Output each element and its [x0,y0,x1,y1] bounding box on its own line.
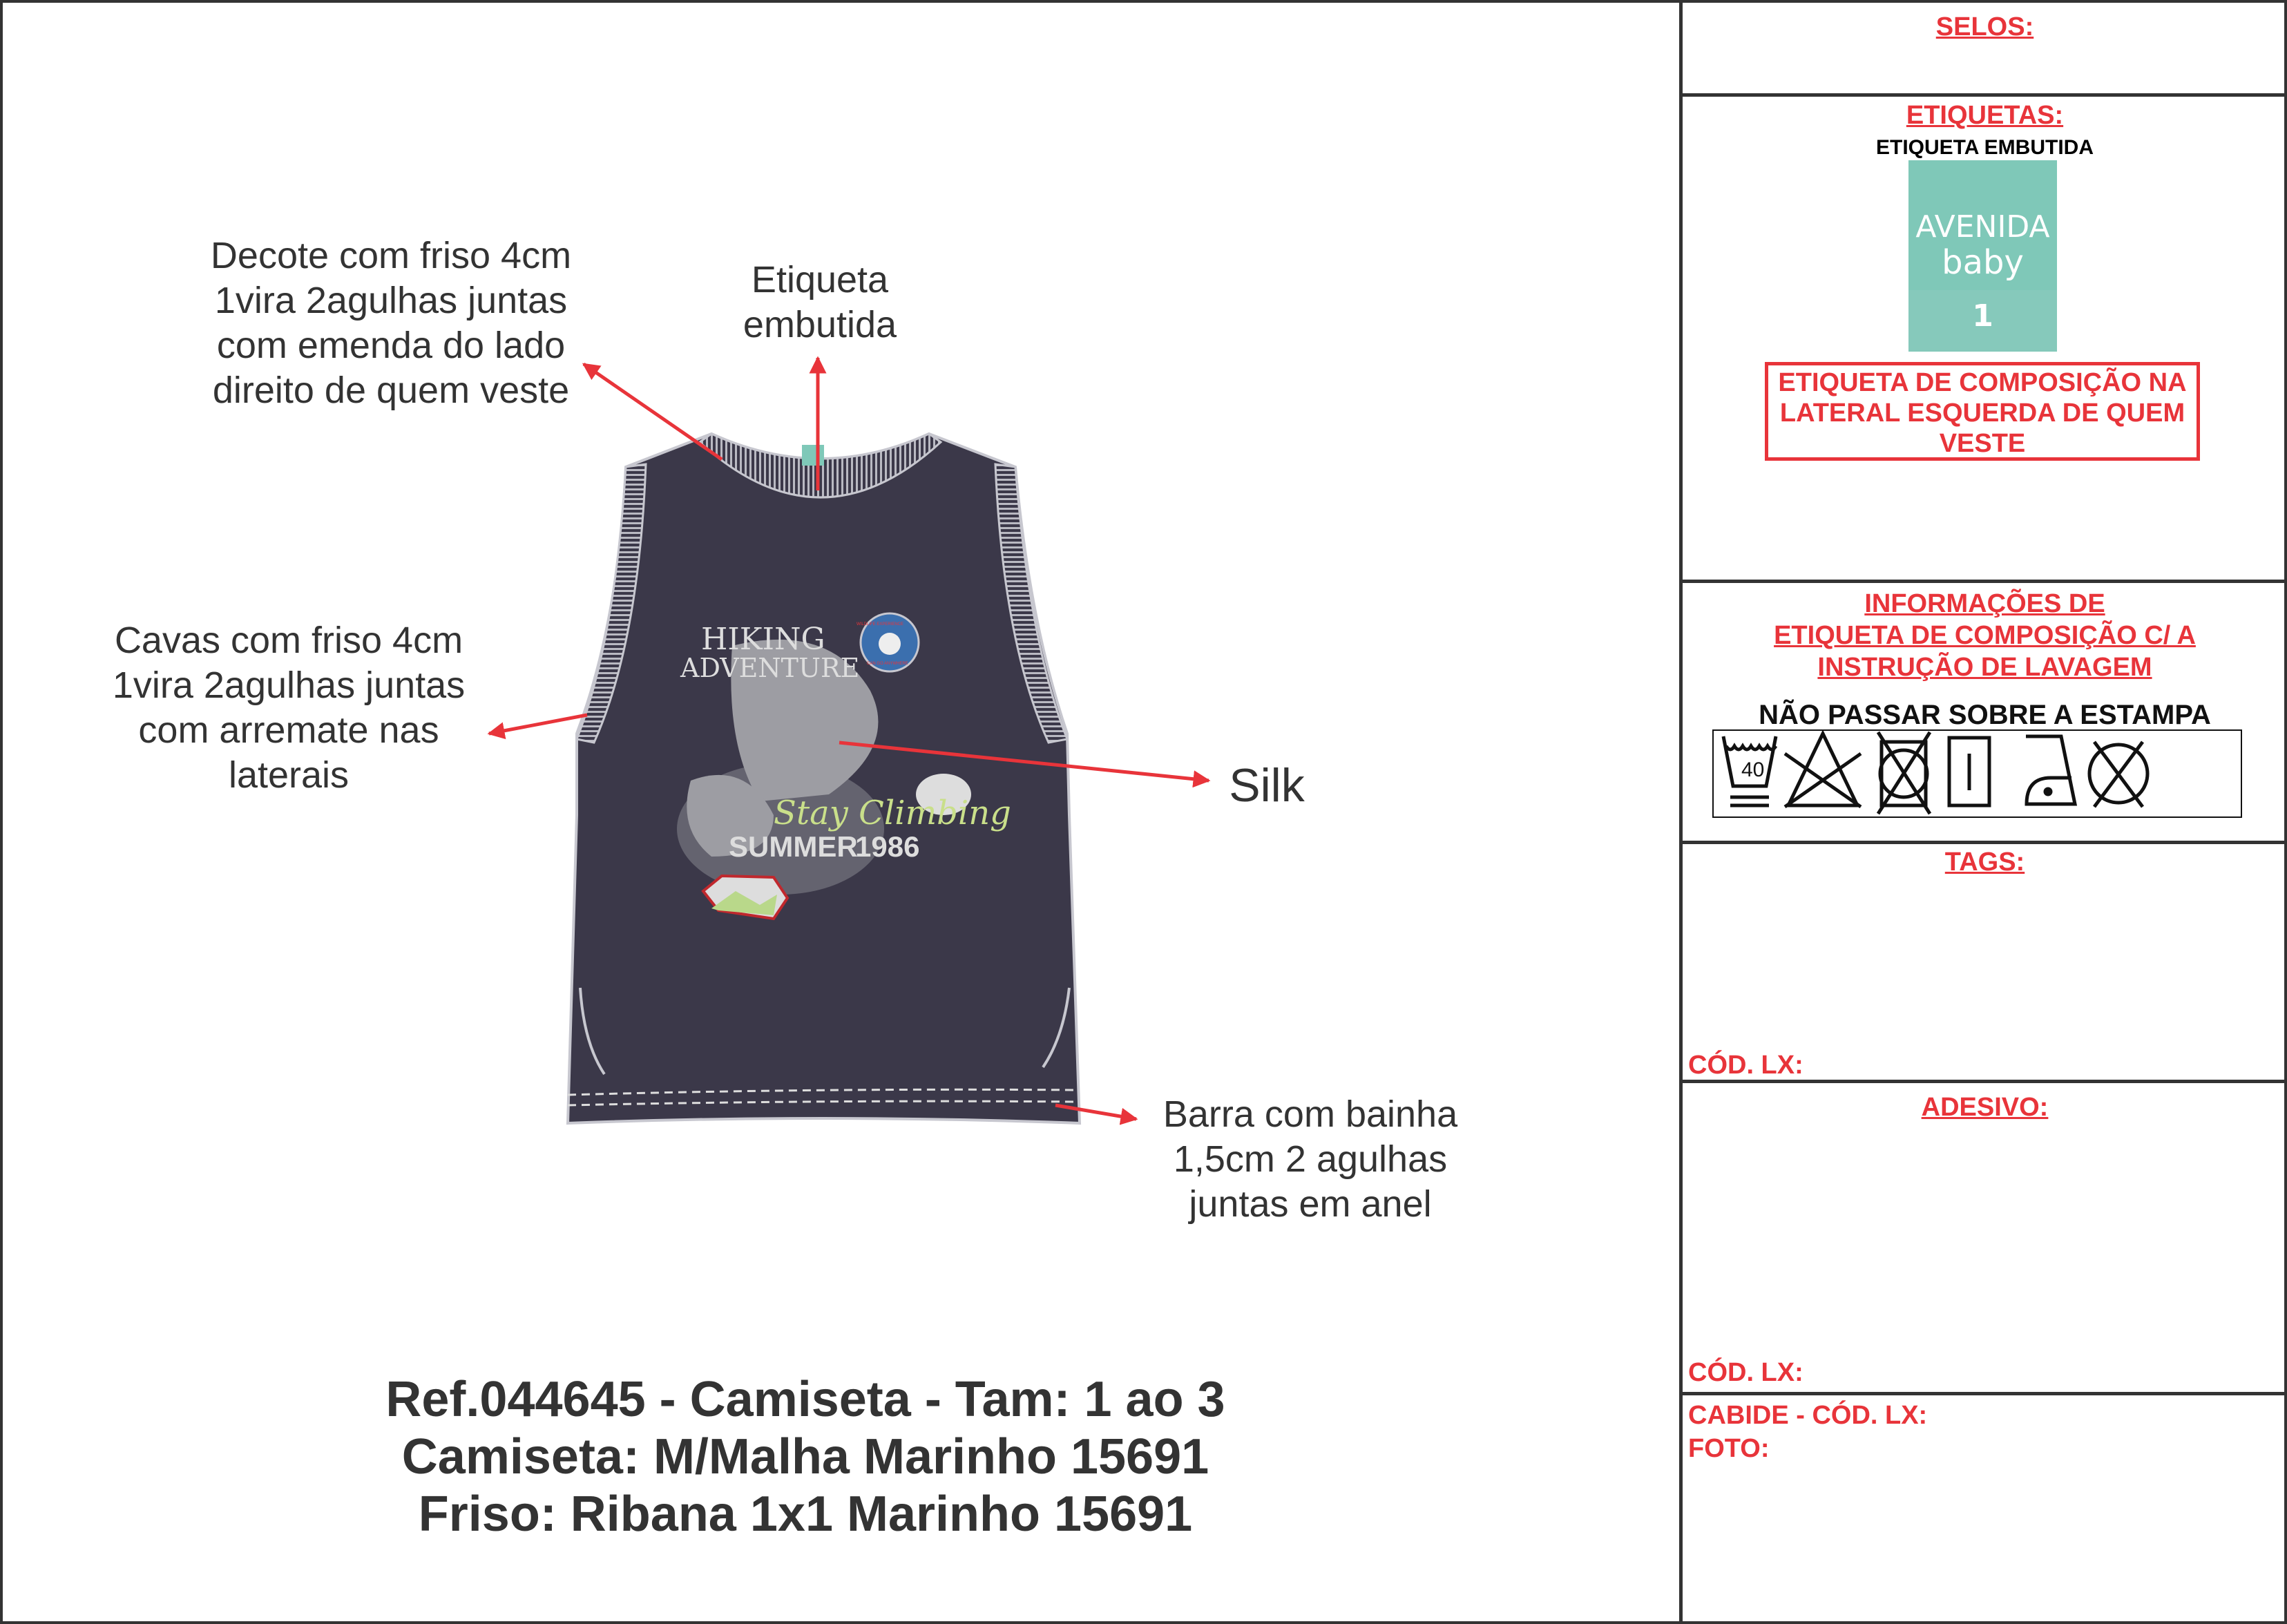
divider [1679,580,2287,583]
note-line: Etiqueta [751,259,889,300]
note-line: Cavas com friso 4cm [114,620,463,661]
tags-heading: TAGS: [1944,848,2025,877]
brand-label: AVENIDA baby 1 [1908,160,2057,352]
composition-note-box: ETIQUETA DE COMPOSIÇÃO NA LATERAL ESQUER… [1765,362,2200,461]
right-armhole-rib [994,463,1069,744]
note-line: 1vira 2agulhas juntas [214,280,568,321]
selos-heading: SELOS: [1935,12,2034,41]
note-line: direito de quem veste [212,370,570,411]
note-line: juntas em anel [1189,1183,1432,1225]
divider [1679,93,2287,97]
arrow-armhole [487,713,588,740]
note-hem: Barra com bainha 1,5cm 2 agulhas juntas … [1163,1092,1457,1227]
divider [1679,1392,2287,1395]
wash-40-gentle-icon [1721,736,1778,808]
brand-name: AVENIDA [1915,209,2050,245]
inner-label [802,445,824,466]
divider [1679,841,2287,844]
print-hiking: HIKING [701,622,825,657]
note-line: com emenda do lado [216,325,566,366]
note-line: com arremate nas [138,709,439,751]
product-fabric: Camiseta: M/Malha Marinho 15691 [401,1429,1209,1484]
note-line: 1vira 2agulhas juntas [112,665,466,706]
note-armholes: Cavas com friso 4cm 1vira 2agulhas junta… [113,618,465,798]
note-line: ETIQUETA DE COMPOSIÇÃO NA [1778,368,2187,397]
note-line: embutida [743,304,897,345]
iron-low-icon [2025,734,2078,806]
wash-temperature: 40 [1741,758,1764,781]
no-tumble-dry-icon [1876,731,1932,815]
print-year: 1986 [855,830,919,863]
arrow-neckline [582,362,723,461]
note-line: Barra com bainha [1162,1093,1458,1135]
note-line: Decote com friso 4cm [210,235,572,276]
no-dry-clean-icon [2087,741,2150,808]
note-line: LATERAL ESQUERDA DE QUEM [1779,399,2185,428]
etiquetas-heading: ETIQUETAS: [1906,101,2064,130]
arrow-hem [1055,1103,1138,1125]
adesivo-heading: ADESIVO: [1921,1093,2049,1122]
callout-arrows [487,356,1211,1125]
brand-sub: baby [1942,243,2024,282]
label-size: 1 [1908,290,2057,351]
cabide-cod-lx: CABIDE - CÓD. LX: [1688,1401,1928,1430]
paw-print [916,774,971,815]
product-ref: Ref.044645 - Camiseta - Tam: 1 ao 3 [385,1372,1225,1427]
note-silk: Silk [1229,759,1305,812]
info-heading: INFORMAÇÕES DE ETIQUETA DE COMPOSIÇÃO C/… [1774,589,2196,682]
ironing-warning: NÃO PASSAR SOBRE A ESTAMPA [1759,700,2211,730]
print-adventure: ADVENTURE [680,653,859,683]
shirt-illustration: HIKING ADVENTURE Stay Climbing SUMMER 19… [487,356,1211,1125]
left-armhole-rib [575,463,647,744]
divider [1679,1080,2287,1083]
print-summer: SUMMER [729,830,858,863]
line-dry-icon [1947,736,1991,808]
note-neckline: Decote com friso 4cm 1vira 2agulhas junt… [211,233,571,413]
care-symbols: 40 [1712,729,2242,818]
embedded-label-caption: ETIQUETA EMBUTIDA [1876,136,2094,159]
badge-bottom-text: CAN GO ANYWHERE [867,662,908,666]
badge-top-text: WILDLIFE EXPERIENCE [857,622,903,627]
arrow-silk [839,741,1211,788]
note-label: Etiqueta embutida [743,258,897,347]
product-description: Ref.044645 - Camiseta - Tam: 1 ao 3 Cami… [385,1371,1225,1543]
note-line: VESTE [1939,429,2026,458]
foto-label: FOTO: [1688,1434,1770,1463]
tags-cod-lx: CÓD. LX: [1688,1051,1803,1080]
panel-divider [1679,0,1683,1624]
print-stay-climbing: Stay Climbing [774,794,1011,832]
note-line: 1,5cm 2 agulhas [1173,1138,1448,1180]
no-bleach-icon [1783,729,1862,809]
note-line: laterais [228,754,350,796]
product-trim: Friso: Ribana 1x1 Marinho 15691 [418,1487,1193,1542]
silk-print: HIKING ADVENTURE Stay Climbing SUMMER 19… [677,612,1011,921]
adesivo-cod-lx: CÓD. LX: [1688,1358,1803,1387]
